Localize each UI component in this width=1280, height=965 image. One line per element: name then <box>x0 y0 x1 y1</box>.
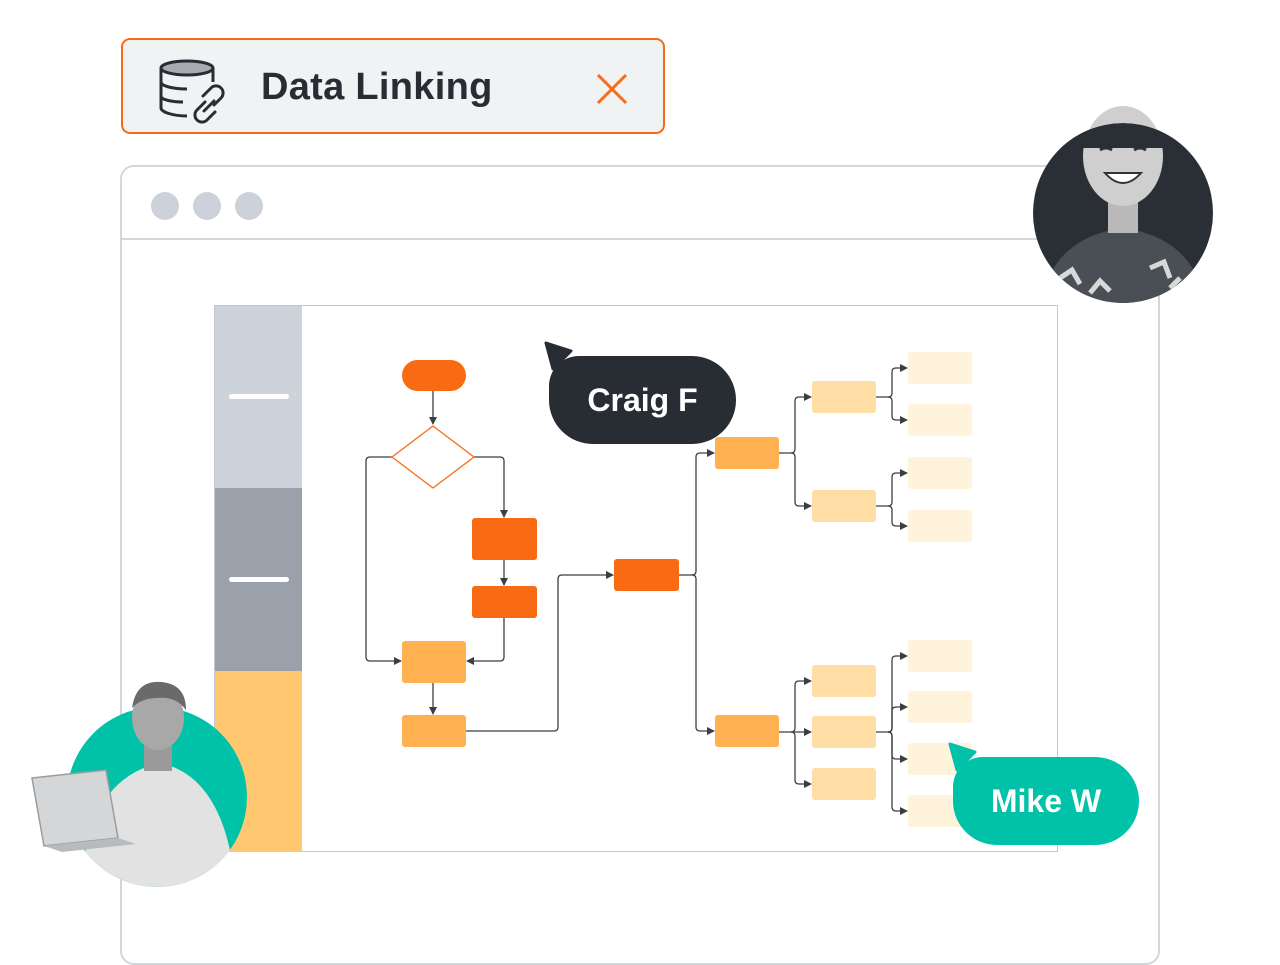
avatar-craig <box>1033 106 1213 303</box>
leaf-node[interactable] <box>908 352 972 384</box>
leaf-node[interactable] <box>908 640 972 672</box>
window-control-dot[interactable] <box>235 192 263 220</box>
sub-branch-node[interactable] <box>812 768 876 800</box>
sub-branch-node[interactable] <box>812 665 876 697</box>
lane-label-bar <box>229 577 289 582</box>
process-node[interactable] <box>614 559 679 591</box>
sub-branch-node[interactable] <box>812 381 876 413</box>
panel-title: Data Linking <box>261 66 493 108</box>
collaborator-label-craig: Craig F <box>549 356 736 444</box>
process-node[interactable] <box>402 641 466 683</box>
process-node[interactable] <box>472 518 537 560</box>
sub-branch-node[interactable] <box>812 490 876 522</box>
leaf-node[interactable] <box>908 457 972 489</box>
leaf-node[interactable] <box>908 510 972 542</box>
start-terminal-node[interactable] <box>402 360 466 391</box>
close-icon[interactable] <box>595 72 629 106</box>
decision-node[interactable] <box>391 425 475 489</box>
window-control-dot[interactable] <box>193 192 221 220</box>
titlebar-divider <box>122 238 1158 240</box>
sub-branch-node[interactable] <box>812 716 876 748</box>
collaborator-label-mike: Mike W <box>953 757 1139 845</box>
leaf-node[interactable] <box>908 691 972 723</box>
avatar-mike <box>31 681 247 887</box>
database-link-icon <box>159 59 225 124</box>
swimlane-segment[interactable] <box>215 488 302 671</box>
process-node[interactable] <box>472 586 537 618</box>
laptop <box>31 769 119 847</box>
process-node[interactable] <box>402 715 466 747</box>
window-control-dot[interactable] <box>151 192 179 220</box>
branch-node[interactable] <box>715 437 779 469</box>
lane-label-bar <box>229 394 289 399</box>
swimlane-segment[interactable] <box>215 306 302 488</box>
connectors <box>365 364 908 815</box>
branch-node[interactable] <box>715 715 779 747</box>
data-linking-panel: Data Linking <box>121 38 665 134</box>
leaf-node[interactable] <box>908 404 972 436</box>
